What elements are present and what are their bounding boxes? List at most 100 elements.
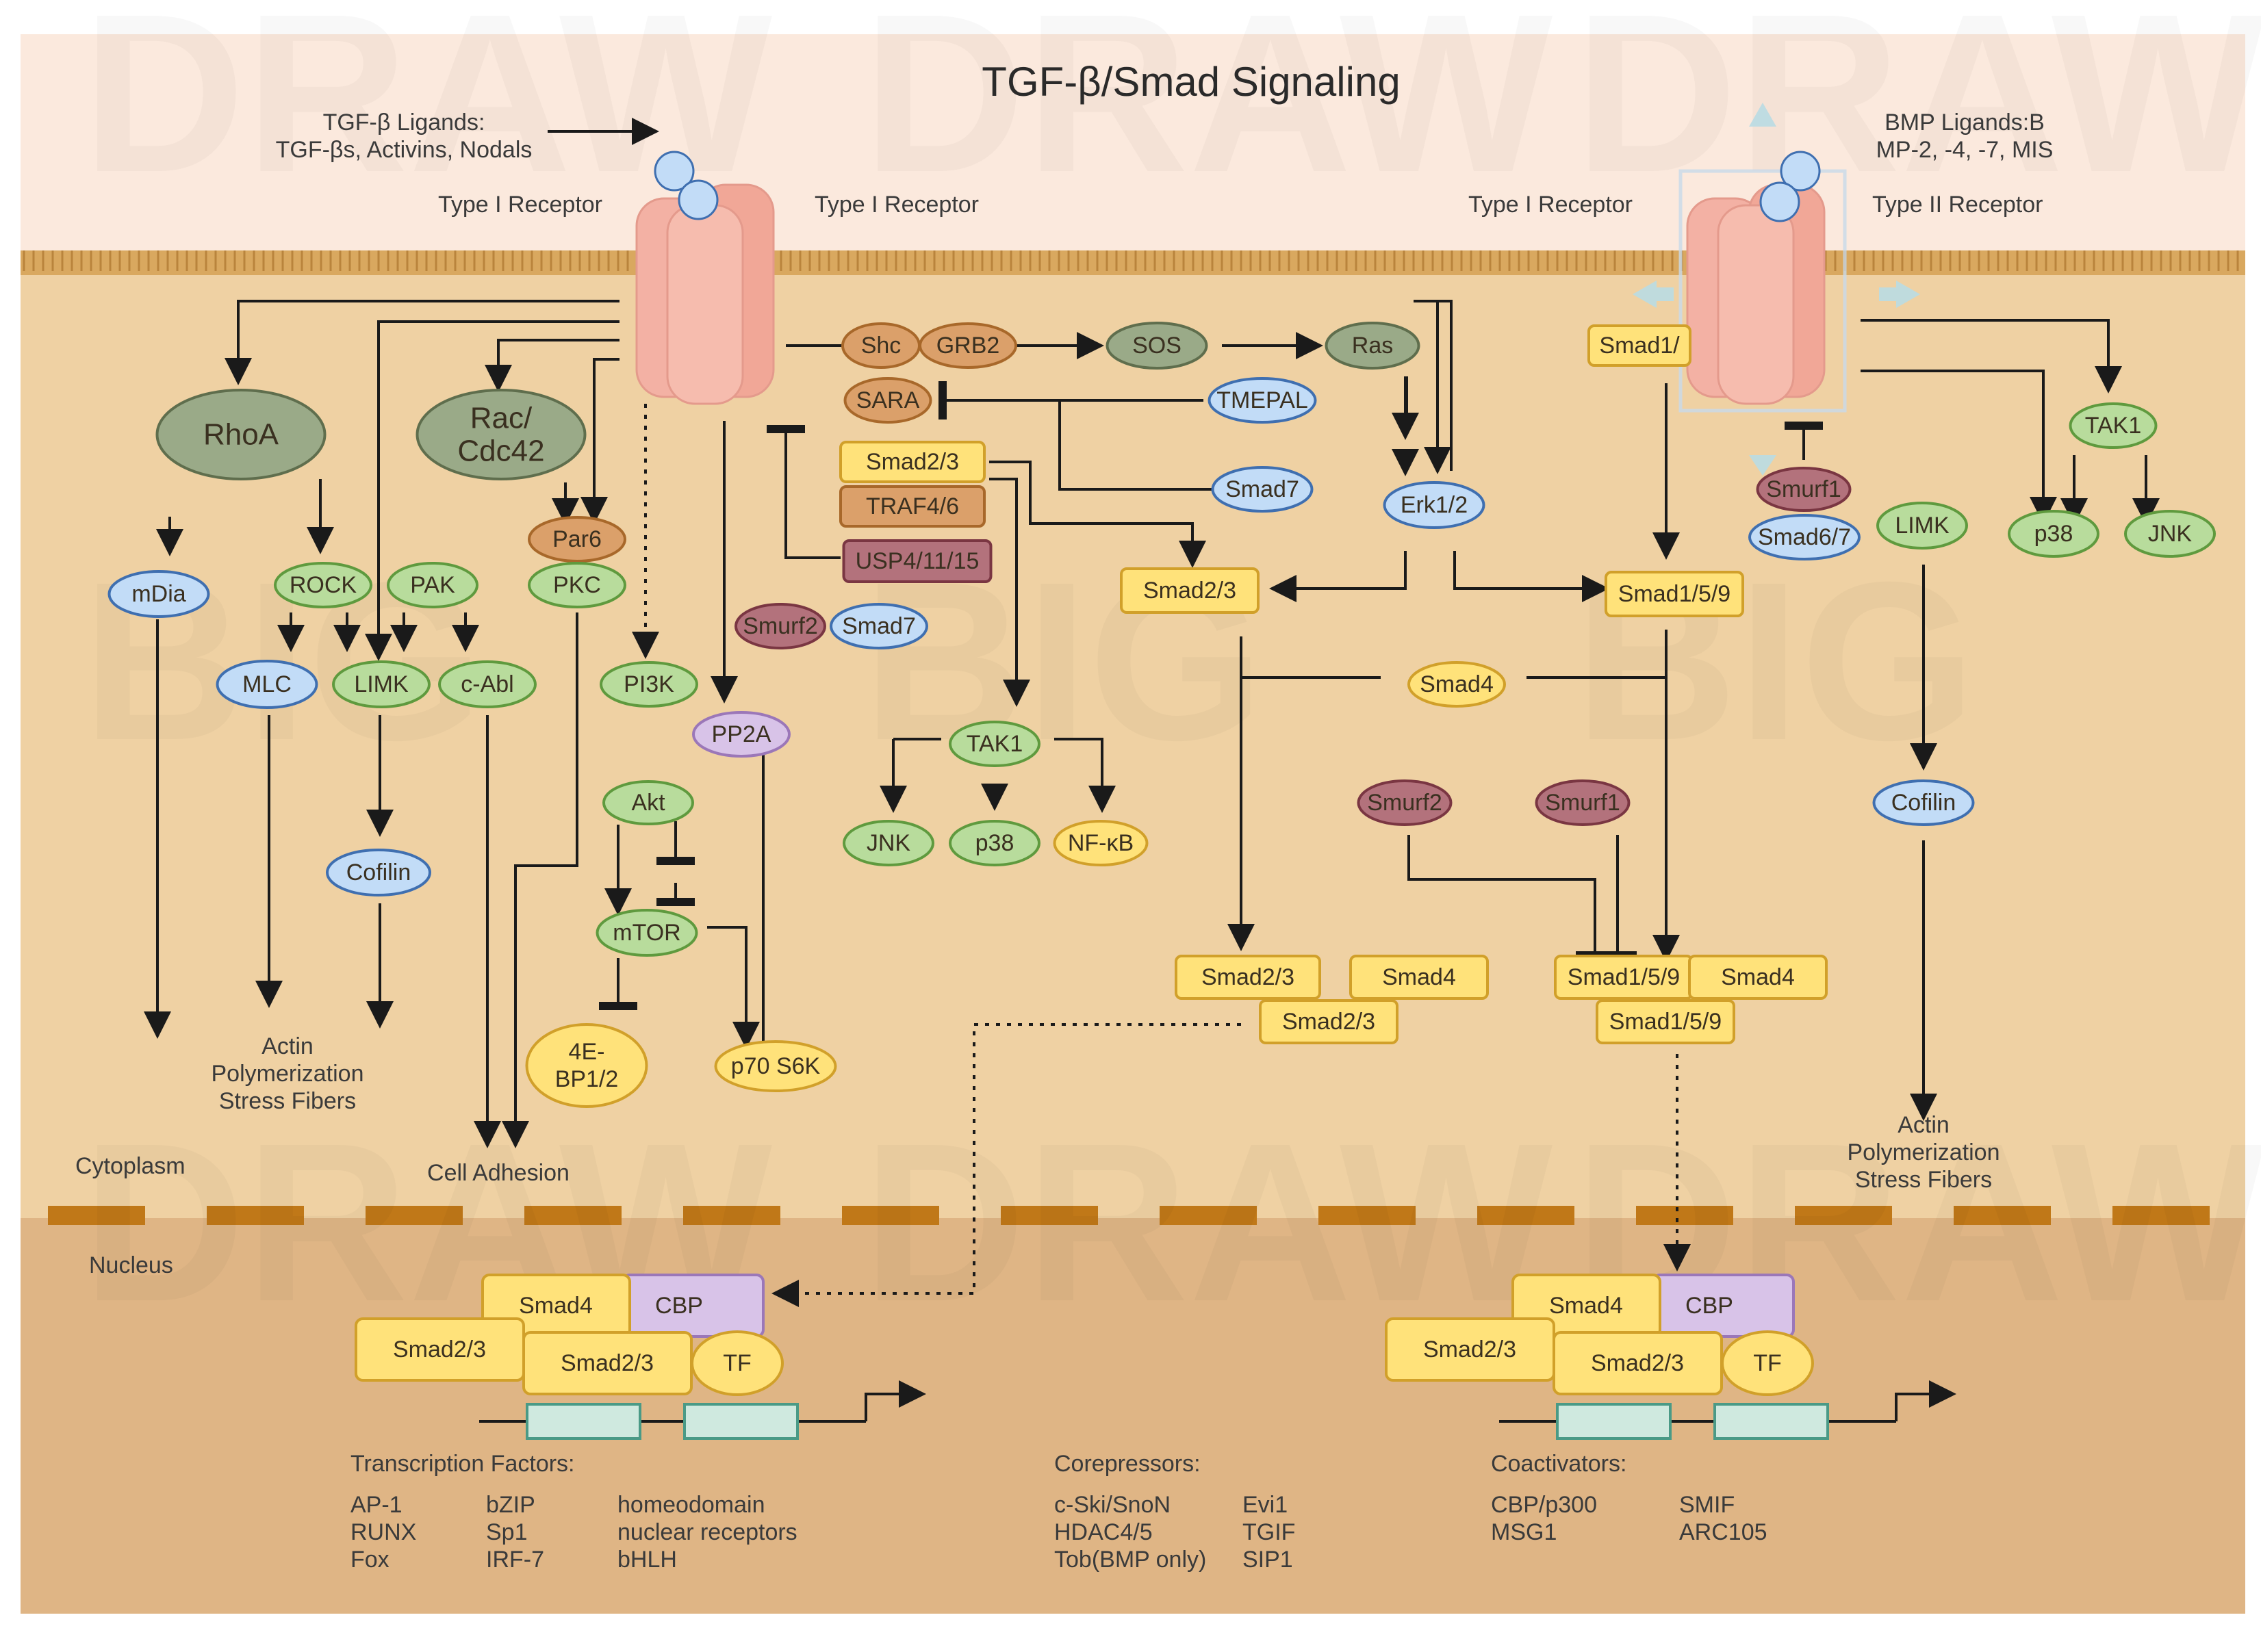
node-erk: Erk1/2: [1383, 481, 1485, 529]
smad4-label-right: Smad4: [1549, 1293, 1623, 1319]
actin-left-line2: Polymerization: [212, 1061, 364, 1087]
cell-adhesion-label: Cell Adhesion: [427, 1160, 570, 1186]
node-cx-left-s23a: Smad2/3: [1175, 955, 1321, 1000]
pathway-edge: [1058, 400, 1217, 491]
node-p70s6k: p70 S6K: [714, 1040, 837, 1092]
node-label: c-Abl: [461, 671, 513, 697]
node-label: JNK: [867, 830, 911, 856]
pathway-edge: [1054, 738, 1116, 813]
node-label: ROCK: [290, 572, 357, 598]
node-smurf2-b: Smurf2: [1357, 779, 1453, 826]
nuclear-envelope-segment: [1001, 1206, 1098, 1225]
corepressors-heading: Corepressors:: [1054, 1451, 1201, 1477]
nuclear-envelope-segment: [524, 1206, 622, 1225]
node-label: PI3K: [624, 671, 674, 697]
node-label: Erk1/2: [1401, 492, 1468, 518]
pathway-edge: [225, 300, 619, 385]
node-smurf2-a: Smurf2: [734, 603, 826, 649]
tf-ellipse-left: [691, 1330, 784, 1396]
tgf-ligand-ball-1: [654, 151, 695, 192]
node-label: Smad2/3: [866, 449, 959, 475]
node-label: Smad2/3: [1282, 1009, 1375, 1035]
node-label: p70 S6K: [731, 1053, 821, 1079]
node-label: Smad1/5/9: [1618, 581, 1730, 607]
node-cx-left-s23b: Smad2/3: [1259, 999, 1398, 1044]
node-jnk-right: JNK: [2124, 510, 2216, 558]
svg-text:CBP/p300: CBP/p300: [1491, 1492, 1597, 1518]
receptor-label-right-a: Type I Receptor: [1468, 192, 1633, 218]
nuclear-envelope-segment: [1636, 1206, 1733, 1225]
node-tmepal: TMEPAL: [1208, 377, 1317, 424]
node-smad23-box: Smad2/3: [839, 441, 986, 483]
node-cx-right-s159a: Smad1/5/9: [1554, 955, 1694, 1000]
node-cabl: c-Abl: [438, 660, 537, 708]
node-label: PKC: [553, 572, 601, 598]
pathway-edge: [485, 339, 619, 392]
smad23b-label-left: Smad2/3: [561, 1350, 654, 1376]
dna-element-left-1: [526, 1403, 641, 1440]
node-label: Smad7: [842, 613, 916, 639]
nuclear-complex-right: CBP Smad4 Smad2/3 Smad2/3 TF: [1385, 1274, 1956, 1440]
node-smad7-b: Smad7: [830, 603, 928, 649]
node-label: Shc: [861, 333, 902, 359]
nuclear-envelope-segment: [1160, 1206, 1257, 1225]
node-label: Smad1/: [1599, 333, 1680, 359]
nuclear-envelope-segment: [1954, 1206, 2051, 1225]
node-shc: Shc: [841, 322, 921, 369]
node-pi3k: PI3K: [600, 661, 698, 708]
svg-text:RUNX: RUNX: [350, 1519, 416, 1545]
tf-heading: Transcription Factors:: [350, 1451, 575, 1477]
node-label: BP1/2: [555, 1066, 619, 1092]
node-label: Smad4: [1420, 671, 1494, 697]
node-pp2a: PP2A: [692, 711, 791, 758]
nucleus-label: Nucleus: [89, 1252, 173, 1278]
node-label: 4E-: [569, 1039, 605, 1065]
node-label: GRB2: [936, 333, 1000, 359]
node-label: LIMK: [1895, 513, 1950, 539]
pathway-edge: [1407, 835, 1614, 959]
node-label: Rac/: [470, 402, 533, 435]
node-label: Cofilin: [1891, 790, 1956, 816]
smad23b-label-right: Smad2/3: [1591, 1350, 1684, 1376]
pathway-edge: [707, 926, 760, 1049]
actin-left-line1: Actin: [261, 1033, 314, 1059]
receptor-label-left-a: Type I Receptor: [438, 192, 602, 218]
corepressors-list: Corepressors: c-Ski/SnoN HDAC4/5 Tob(BMP…: [1054, 1451, 1295, 1573]
svg-text:AP-1: AP-1: [350, 1492, 403, 1518]
node-label: Smad1/5/9: [1609, 1009, 1722, 1035]
svg-text:TGIF: TGIF: [1242, 1519, 1295, 1545]
node-tak1-mid: TAK1: [949, 721, 1040, 767]
extracellular-space: [21, 34, 2245, 253]
node-limk-right: LIMK: [1876, 502, 1968, 550]
tgf-receptor-complex: [635, 151, 775, 405]
node-label: Smurf1: [1545, 790, 1620, 816]
svg-text:Sp1: Sp1: [486, 1519, 528, 1545]
node-label: Smad2/3: [1201, 964, 1294, 990]
node-par6: Par6: [528, 516, 626, 563]
node-akt: Akt: [602, 780, 694, 825]
node-usp: USP4/11/15: [842, 539, 993, 583]
node-traf46: TRAF4/6: [839, 485, 986, 528]
node-label: Smad7: [1225, 476, 1299, 502]
node-limk-left: LIMK: [332, 660, 431, 708]
node-smad159-mid: Smad1/5/9: [1605, 571, 1744, 617]
dna-element-right-1: [1556, 1403, 1672, 1440]
actin-right-line3: Stress Fibers: [1855, 1167, 1992, 1193]
svg-text:bHLH: bHLH: [617, 1547, 677, 1573]
node-label: Smurf1: [1766, 476, 1841, 502]
pathway-edge: [771, 1023, 1241, 1307]
svg-text:c-Ski/SnoN: c-Ski/SnoN: [1054, 1492, 1171, 1518]
node-label: USP4/11/15: [856, 548, 980, 574]
tf-label-right: TF: [1753, 1350, 1782, 1376]
node-tak1-right: TAK1: [2069, 402, 2158, 449]
node-label: Akt: [631, 790, 665, 816]
node-label: TAK1: [2085, 413, 2142, 439]
node-label: TAK1: [967, 731, 1023, 757]
node-label: PP2A: [712, 721, 771, 747]
node-label: LIMK: [354, 671, 409, 697]
bmp-ligands-label-line1: BMP Ligands:B: [1885, 109, 2045, 135]
node-rhoa: RhoA: [155, 389, 327, 480]
pathway-edge: [1269, 551, 1407, 602]
node-smad67: Smad6/7: [1748, 514, 1861, 560]
